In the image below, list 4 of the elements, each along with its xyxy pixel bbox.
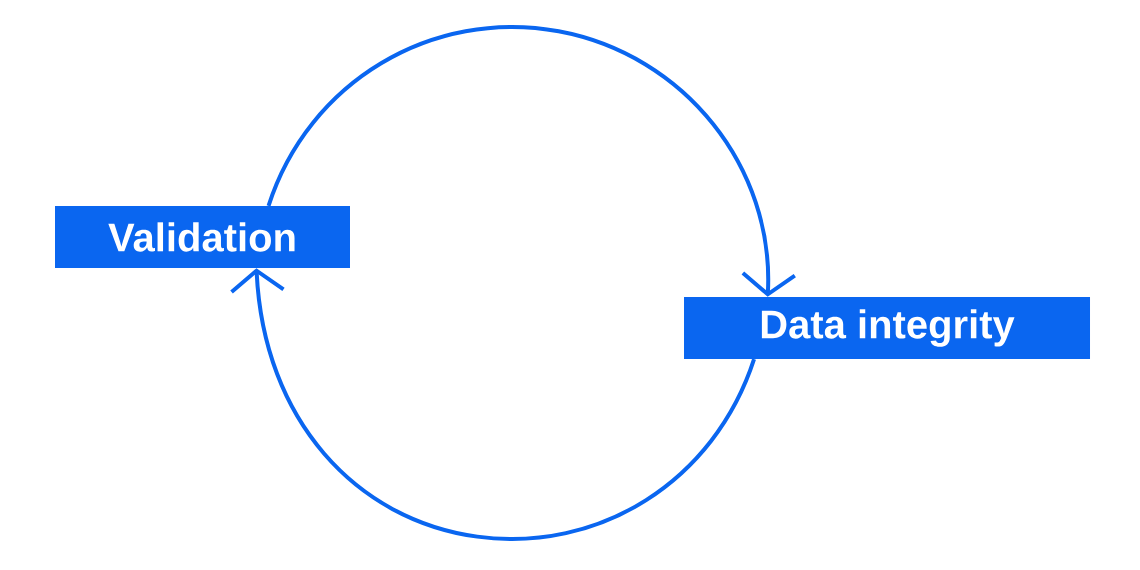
arrow bbox=[230, 268, 756, 541]
arrow bbox=[266, 25, 796, 297]
label-box: Data integrity bbox=[684, 297, 1090, 359]
label-box: Validation bbox=[55, 206, 350, 268]
